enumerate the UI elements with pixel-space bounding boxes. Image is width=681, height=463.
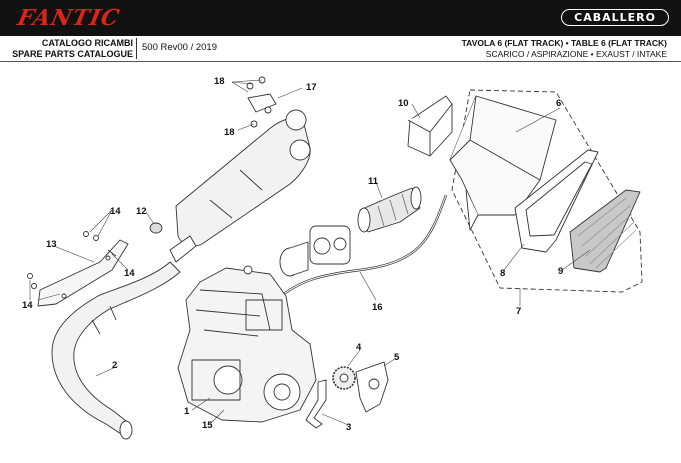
callout-13: 13: [46, 239, 57, 250]
table-subtitle: SCARICO / ASPIRAZIONE • EXAUST / INTAKE: [485, 48, 667, 59]
table-title: TAVOLA 6 (FLAT TRACK) • TABLE 6 (FLAT TR…: [461, 38, 667, 48]
callout-6: 6: [556, 98, 561, 109]
catalog-title-it: CATALOGO RICAMBI: [41, 38, 133, 48]
air-filter-frame[interactable]: [514, 149, 599, 253]
airbox[interactable]: [449, 95, 557, 231]
model-revision: 500 Rev00 / 2019: [142, 42, 218, 53]
callout-15: 15: [202, 420, 213, 431]
callout-18-top: 18: [214, 76, 225, 87]
muffler[interactable]: [169, 109, 311, 263]
airbox-bracket[interactable]: [407, 95, 453, 157]
intake-rubber[interactable]: [279, 241, 309, 277]
throttle-body[interactable]: [309, 225, 351, 265]
engine-assembly[interactable]: [177, 265, 317, 423]
muffler-bracket[interactable]: [246, 76, 277, 128]
callout-4: 4: [356, 342, 362, 353]
callout-12: 12: [136, 206, 147, 217]
callout-7: 7: [516, 306, 521, 317]
table-info: TAVOLA 6 (FLAT TRACK) • TABLE 6 (FLAT TR…: [462, 38, 667, 59]
callout-18-bottom: 18: [224, 127, 235, 138]
callout-16: 16: [372, 302, 383, 313]
intake-duct[interactable]: [357, 186, 422, 233]
exhaust-header-pipe[interactable]: [51, 261, 181, 440]
airbox-group-outline: [451, 89, 643, 293]
callout-17: 17: [306, 82, 317, 93]
callout-8: 8: [500, 268, 505, 279]
caballero-badge: CABALLERO: [561, 9, 669, 26]
sprocket[interactable]: [332, 366, 356, 390]
sprocket-cover[interactable]: [355, 361, 389, 413]
catalog-title: CATALOGO RICAMBI SPARE PARTS CATALOGUE: [0, 38, 133, 59]
callout-1: 1: [184, 406, 190, 417]
catalog-title-en: SPARE PARTS CATALOGUE: [12, 48, 133, 59]
fantic-logo: FANTIC: [15, 5, 123, 31]
exploded-parts-diagram: 18 18 17 10 6 11 12 14 13 14 14 2 16 1 1…: [22, 76, 643, 440]
fastener-bolts[interactable]: [27, 231, 111, 299]
callout-9: 9: [558, 266, 563, 277]
heat-shield[interactable]: [37, 239, 129, 307]
callout-14-middle: 14: [124, 268, 135, 279]
callout-14-top: 14: [110, 206, 121, 217]
callout-5: 5: [394, 352, 400, 363]
callout-2: 2: [112, 360, 117, 371]
kick-starter-lever[interactable]: [305, 379, 327, 429]
callout-10: 10: [398, 98, 409, 109]
callout-3: 3: [346, 422, 351, 433]
header-divider: [136, 38, 137, 59]
catalog-header: CATALOGO RICAMBI SPARE PARTS CATALOGUE 5…: [0, 36, 681, 62]
air-filter-element[interactable]: [569, 189, 641, 273]
rubber-grommet[interactable]: [149, 222, 163, 234]
callout-11: 11: [368, 176, 379, 187]
callout-14-left: 14: [22, 300, 33, 311]
top-bar: FANTIC CABALLERO: [0, 0, 681, 36]
